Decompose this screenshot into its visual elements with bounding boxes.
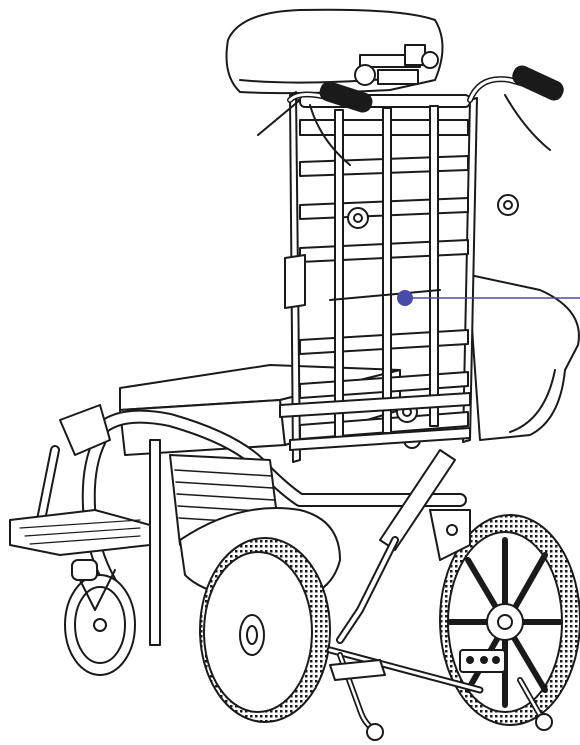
backrest-side-block <box>284 254 306 309</box>
cross-bars <box>279 289 471 451</box>
callout-pointer <box>397 290 580 306</box>
front-leg-rest <box>9 404 151 556</box>
backrest-slats <box>299 105 469 441</box>
front-caster-wheel <box>64 559 136 676</box>
rear-wheel-left <box>199 537 331 723</box>
brake-linkage <box>326 449 484 694</box>
side-tray <box>469 274 580 441</box>
anti-tipper <box>329 649 553 741</box>
side-post <box>149 439 161 646</box>
push-handles <box>257 65 564 166</box>
headrest-mount <box>354 44 439 86</box>
